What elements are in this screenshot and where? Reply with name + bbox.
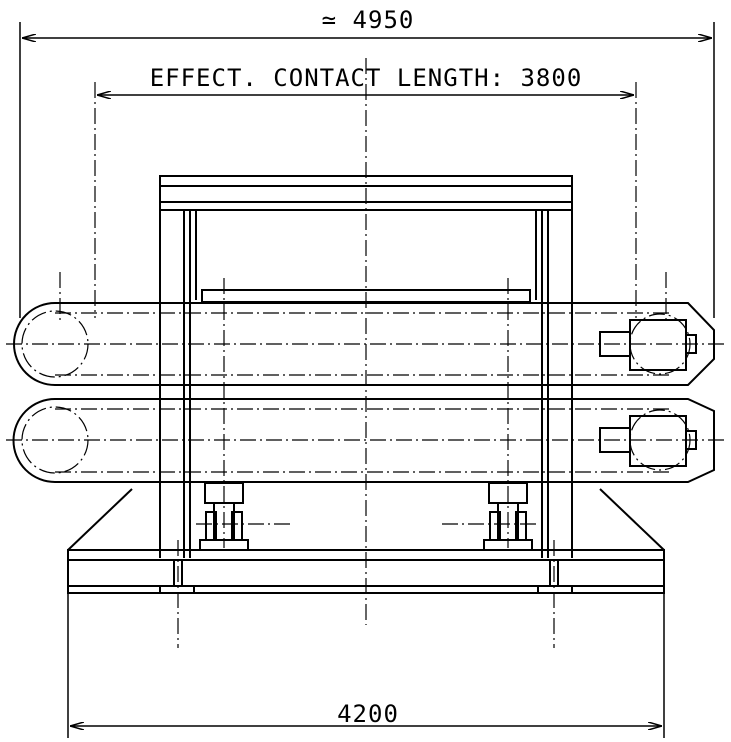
dimension-overall-length: ≃ 4950 [19, 6, 715, 318]
upper-belt [6, 272, 728, 386]
lower-belt [6, 398, 728, 483]
left-lift-unit [196, 482, 290, 551]
dimension-base-width: 4200 [67, 593, 665, 738]
overall-length-label: ≃ 4950 [322, 6, 415, 34]
right-lift-unit [442, 482, 536, 551]
base-frame [67, 488, 665, 648]
base-width-label: 4200 [337, 700, 399, 728]
